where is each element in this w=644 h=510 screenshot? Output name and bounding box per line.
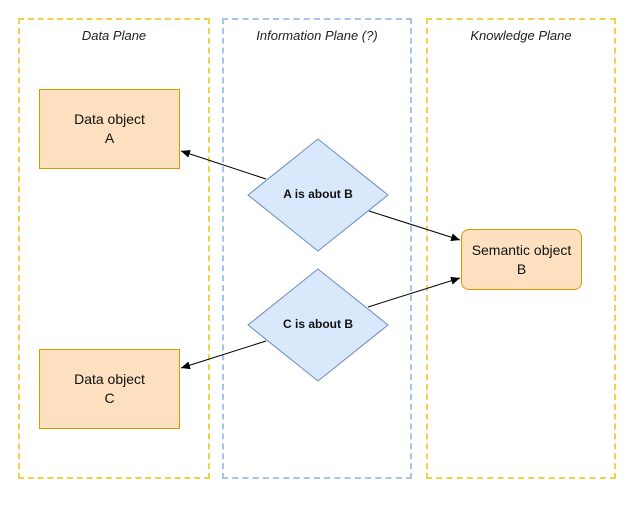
data-object-c[interactable]: Data object C xyxy=(39,349,180,429)
data-object-a[interactable]: Data object A xyxy=(39,89,180,169)
c-about-b-label: C is about B xyxy=(282,317,353,331)
semantic-object-b[interactable]: Semantic object B xyxy=(461,229,582,290)
c-about-b-diamond[interactable] xyxy=(247,268,389,382)
data-plane: Data Plane xyxy=(18,18,210,479)
arrow-to-semantic-object-b-from-c xyxy=(367,276,461,308)
arrow-to-data-object-c xyxy=(180,340,267,370)
arrow-to-semantic-object-b-from-a xyxy=(368,210,461,242)
semantic-object-b-letter: B xyxy=(516,260,527,277)
a-about-b-label: A is about B xyxy=(283,187,353,201)
a-about-b-diamond[interactable] xyxy=(247,138,389,252)
data-object-c-title: Data object xyxy=(74,371,145,387)
knowledge-plane: Knowledge Plane xyxy=(426,18,616,479)
knowledge-plane-title: Knowledge Plane xyxy=(470,28,572,43)
information-plane-title: Information Plane (?) xyxy=(256,28,378,43)
semantic-object-b-title: Semantic object xyxy=(471,241,572,258)
data-plane-title: Data Plane xyxy=(81,28,147,43)
arrow-to-data-object-a xyxy=(180,150,267,180)
data-object-a-title: Data object xyxy=(74,111,145,127)
information-plane: Information Plane (?) xyxy=(222,18,412,479)
data-object-c-letter: C xyxy=(104,390,115,406)
data-object-a-letter: A xyxy=(104,130,115,146)
